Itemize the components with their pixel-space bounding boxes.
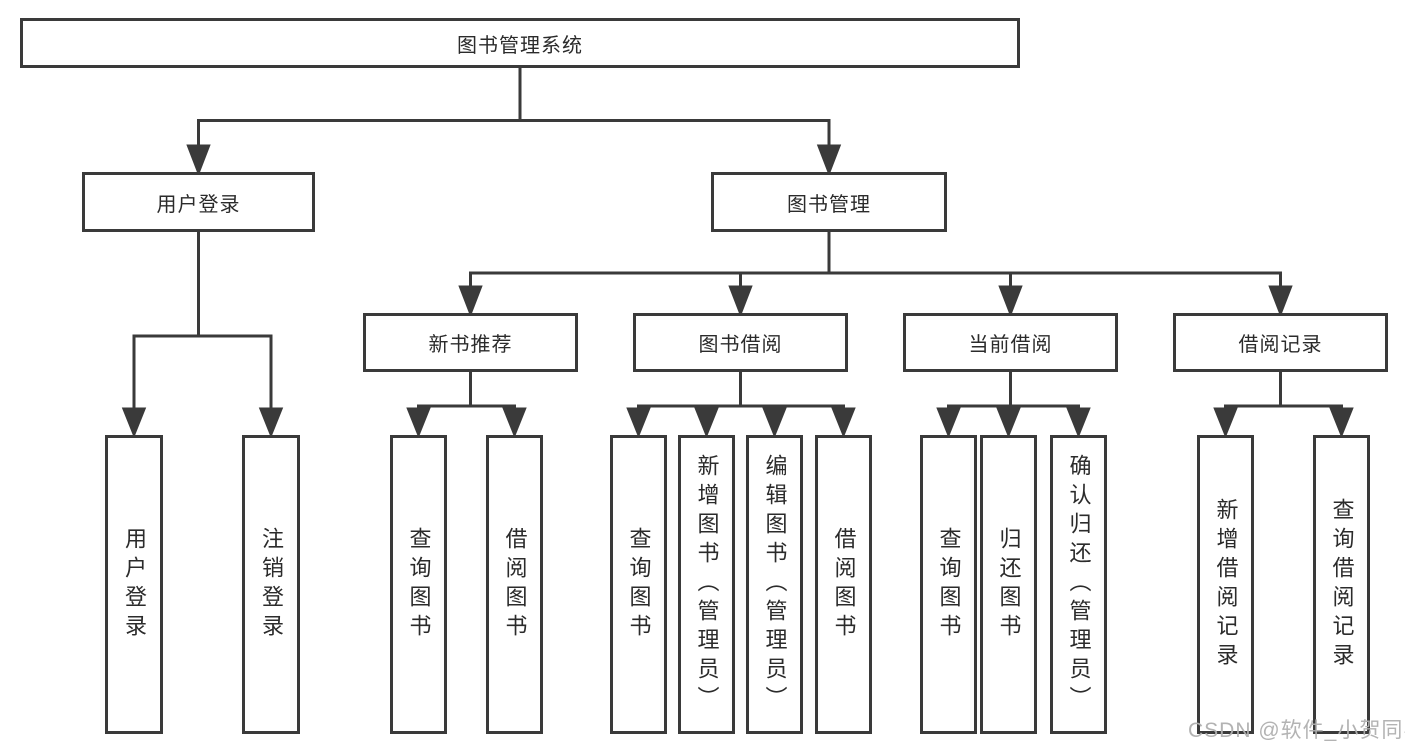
leaf-add-books-admin: 新增图书（管理员） [678,435,735,734]
leaf-query-borrow-record: 查询借阅记录 [1313,435,1370,734]
leaf-query-books-2: 查询图书 [610,435,667,734]
arrowhead [762,407,787,439]
arrowhead [1213,407,1238,439]
connector-borrow-records-to-leaves [1213,372,1354,439]
arrowhead [458,285,483,318]
leaf-query-borrow-record-label: 查询借阅记录 [1329,497,1355,672]
arrowhead [1329,407,1354,439]
connector-book-borrow-to-leaves [626,372,856,439]
node-root-label: 图书管理系统 [457,34,583,57]
leaf-add-books-admin-label: 新增图书（管理员） [694,454,720,715]
leaf-confirm-return-admin: 确认归还（管理员） [1050,435,1107,734]
leaf-logout-label: 注销登录 [259,526,284,643]
leaf-borrow-books-1-label: 借阅图书 [502,526,528,643]
connector-user-login-to-leaves [121,232,284,439]
leaf-edit-books-admin-label: 编辑图书（管理员） [762,454,788,715]
connector-new-books-to-leaves [406,372,527,439]
node-book-management-label: 图书管理 [787,193,871,216]
leaf-user-login-label: 用户登录 [122,526,147,643]
arrowhead [502,407,527,439]
leaf-add-borrow-record: 新增借阅记录 [1197,435,1254,734]
csdn-watermark: CSDN @软件_小贺同学 [1188,719,1405,742]
leaf-query-books-3-label: 查询图书 [936,526,962,643]
arrowhead [998,285,1023,318]
arrowhead [728,285,753,318]
leaf-return-books: 归还图书 [980,435,1037,734]
node-new-book-recommend: 新书推荐 [363,313,578,372]
node-borrowing-records: 借阅记录 [1173,313,1388,372]
leaf-logout: 注销登录 [242,435,300,734]
leaf-query-books-1: 查询图书 [390,435,447,734]
leaf-user-login: 用户登录 [105,435,163,734]
arrowhead [936,407,961,439]
leaf-query-books-3: 查询图书 [920,435,977,734]
node-new-book-recommend-label: 新书推荐 [428,334,513,356]
leaf-confirm-return-admin-label: 确认归还（管理员） [1066,454,1092,715]
node-book-management: 图书管理 [711,172,947,232]
leaf-borrow-books-2: 借阅图书 [815,435,872,734]
arrowhead [996,407,1021,439]
leaf-return-books-label: 归还图书 [996,526,1022,643]
arrowhead [694,407,719,439]
arrowhead [1268,285,1293,318]
leaf-borrow-books-1: 借阅图书 [486,435,543,734]
node-book-borrowing: 图书借阅 [633,313,848,372]
leaf-add-borrow-record-label: 新增借阅记录 [1213,497,1239,672]
node-user-login: 用户登录 [82,172,315,232]
arrowhead [186,144,211,177]
arrowhead [831,407,856,439]
node-current-borrowing: 当前借阅 [903,313,1118,372]
connector-current-borrow-to-leaves [936,372,1091,439]
arrowhead [626,407,651,439]
node-user-login-label: 用户登录 [156,193,241,216]
leaf-borrow-books-2-label: 借阅图书 [831,526,857,643]
arrowhead [1066,407,1091,439]
leaf-query-books-2-label: 查询图书 [626,526,652,643]
node-borrowing-records-label: 借阅记录 [1238,334,1323,356]
arrowhead [816,144,842,177]
connector-book-mgmt-to-level3 [458,232,1293,318]
arrowhead [121,407,147,439]
node-current-borrowing-label: 当前借阅 [968,334,1053,356]
arrowhead [406,407,431,439]
node-root: 图书管理系统 [20,18,1020,68]
connector-root-to-level2 [186,68,842,177]
leaf-edit-books-admin: 编辑图书（管理员） [746,435,803,734]
leaf-query-books-1-label: 查询图书 [406,526,432,643]
arrowhead [258,407,284,439]
node-book-borrowing-label: 图书借阅 [698,334,783,356]
